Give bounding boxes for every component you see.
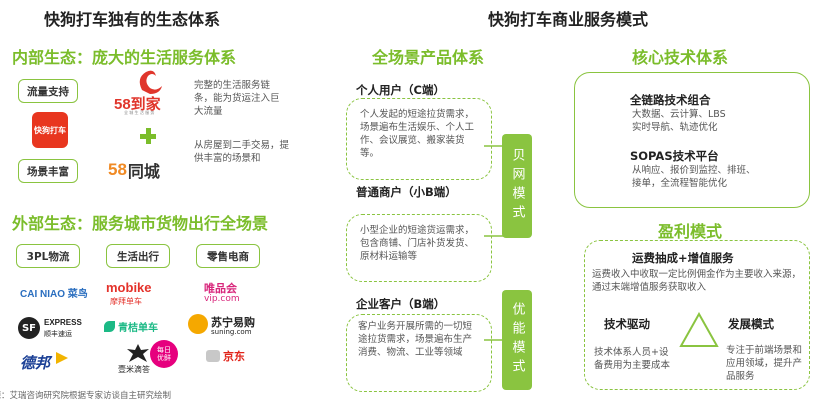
tongcheng-logo: 58 同城	[108, 158, 188, 182]
sf-logo: SF EXPRESS 顺丰速运	[18, 316, 90, 342]
mode-bar-2: 优能模式	[502, 290, 532, 390]
meiri-logo: 每日优鲜	[150, 340, 178, 368]
tag-life-travel: 生活出行	[106, 244, 170, 268]
sf-logo-text: EXPRESS	[44, 318, 82, 327]
profit-main-title: 运费抽成+增值服务	[632, 251, 734, 265]
mobike-logo-subtext: 摩拜单车	[110, 297, 142, 306]
b-end-desc: 客户业务开展所需的一切短途拉货需求，场景遍布生产消费、物流、工业等领域	[358, 321, 473, 358]
daojia-logo-text: 58到家	[114, 96, 161, 113]
c-end-title: 个人用户（C端）	[356, 83, 445, 97]
debang-arrow-icon	[56, 352, 68, 364]
tech-box	[574, 72, 810, 208]
suning-logo-subtext: suning.com	[211, 328, 252, 336]
daojia-logo-subtext: 全 城 生 活 服 务	[124, 110, 155, 115]
suning-lion-icon	[188, 314, 208, 334]
vip-logo: 唯品会 vip.com	[204, 280, 264, 306]
profit-box	[584, 240, 810, 390]
jd-dog-icon	[206, 350, 220, 362]
tongcheng-logo-num: 58	[108, 160, 127, 179]
tag-traffic-support: 流量支持	[18, 79, 78, 103]
source-note: 来源：艾瑞咨询研究院根据专家访谈自主研究绘制	[0, 391, 172, 401]
small-b-desc: 小型企业的短途货运需求，包含商铺、门店补货发货、原材料运输等	[360, 225, 475, 262]
qingju-logo-text: 青桔单车	[118, 322, 158, 334]
profit-left-title: 技术驱动	[604, 317, 650, 331]
kuaigou-logo-text: 快狗打车	[34, 125, 66, 135]
profit-right-title: 发展模式	[728, 317, 774, 331]
small-b-box	[346, 214, 492, 282]
mrq-logo-text: 壹米滴答	[118, 365, 150, 374]
right-section-title: 快狗打车商业服务模式	[488, 10, 649, 29]
c-end-desc: 个人发起的短途拉货需求，场景遍布生活娱乐、个人工作、会议展览、搬家装货等。	[360, 109, 475, 159]
tag-rich-scenarios: 场景丰富	[18, 159, 78, 183]
external-ecosystem-title: 外部生态：服务城市货物出行全场景	[12, 214, 269, 233]
suning-logo-text: 苏宁易购	[211, 317, 255, 329]
mode-bar-1: 贝网模式	[502, 134, 532, 238]
debang-logo: 德邦	[20, 355, 51, 372]
internal-desc-2: 从房屋到二手交易，提供丰富的场景和	[194, 140, 290, 164]
tech-item-1-line-1: 大数据、云计算、LBS	[632, 109, 726, 120]
plus-icon	[140, 128, 156, 144]
tech-item-1-title: 全链路技术组合	[630, 93, 711, 107]
vip-logo-subtext: vip.com	[204, 294, 240, 304]
daojia-logo: 58到家 全 城 生 活 服 务	[112, 66, 192, 115]
qingju-leaf-icon	[104, 320, 115, 332]
tag-retail-ecommerce: 零售电商	[196, 244, 260, 268]
profit-title: 盈利模式	[658, 222, 723, 241]
tongcheng-logo-text: 同城	[127, 164, 160, 181]
suning-logo: 苏宁易购 suning.com	[188, 312, 268, 340]
sf-badge-icon: SF	[18, 317, 40, 339]
mobike-logo: mobike 摩拜单车	[106, 280, 176, 306]
mobike-logo-text: mobike	[106, 280, 152, 295]
meiri-logo-text: 每日优鲜	[157, 346, 171, 362]
qingju-logo: 青桔单车	[104, 316, 176, 336]
left-section-title: 快狗打车独有的生态体系	[44, 10, 221, 29]
swan-icon	[139, 70, 162, 94]
profit-left-desc: 技术体系人员+设备费用为主要成本	[594, 347, 671, 371]
jd-logo-text: 京东	[223, 351, 245, 363]
connector-lines	[484, 145, 504, 341]
profit-main-desc: 运费收入中收取一定比例佣金作为主要收入来源，通过末端增值服务获取收入	[592, 269, 802, 293]
triangle-icon	[679, 312, 719, 347]
b-end-title: 企业客户（B端）	[356, 297, 446, 311]
profit-right-desc: 专注于前端场景和应用领域，提升产品服务	[726, 345, 803, 382]
c-end-box	[346, 98, 492, 180]
vip-logo-text: 唯品会	[204, 283, 237, 295]
mrq-star-icon	[127, 344, 149, 362]
b-end-box	[346, 314, 492, 392]
tech-item-2-line-2: 接单，全流程智能优化	[632, 178, 728, 189]
internal-desc-1: 完整的生活服务链条，能为货运注入巨大流量	[194, 80, 280, 117]
tag-3pl-logistics: 3PL物流	[16, 244, 80, 268]
tech-title: 核心技术体系	[632, 48, 729, 67]
tech-item-1-line-2: 实时导航、轨迹优化	[632, 122, 718, 133]
kuaigou-logo: 快狗打车	[32, 112, 68, 148]
sf-logo-subtext: 顺丰速运	[44, 330, 72, 338]
products-title: 全场景产品体系	[372, 48, 485, 67]
internal-ecosystem-title: 内部生态：庞大的生活服务体系	[12, 48, 237, 67]
mrq-logo: 壹米滴答	[118, 344, 158, 378]
tech-item-2-title: SOPAS技术平台	[630, 149, 719, 163]
jd-logo: 京东	[206, 346, 266, 366]
cainiao-logo: CAI NIAO 菜鸟	[20, 289, 88, 300]
small-b-title: 普通商户（小B端）	[356, 185, 457, 199]
tech-item-2-line-1: 从响应、报价到监控、排班、	[632, 165, 756, 176]
